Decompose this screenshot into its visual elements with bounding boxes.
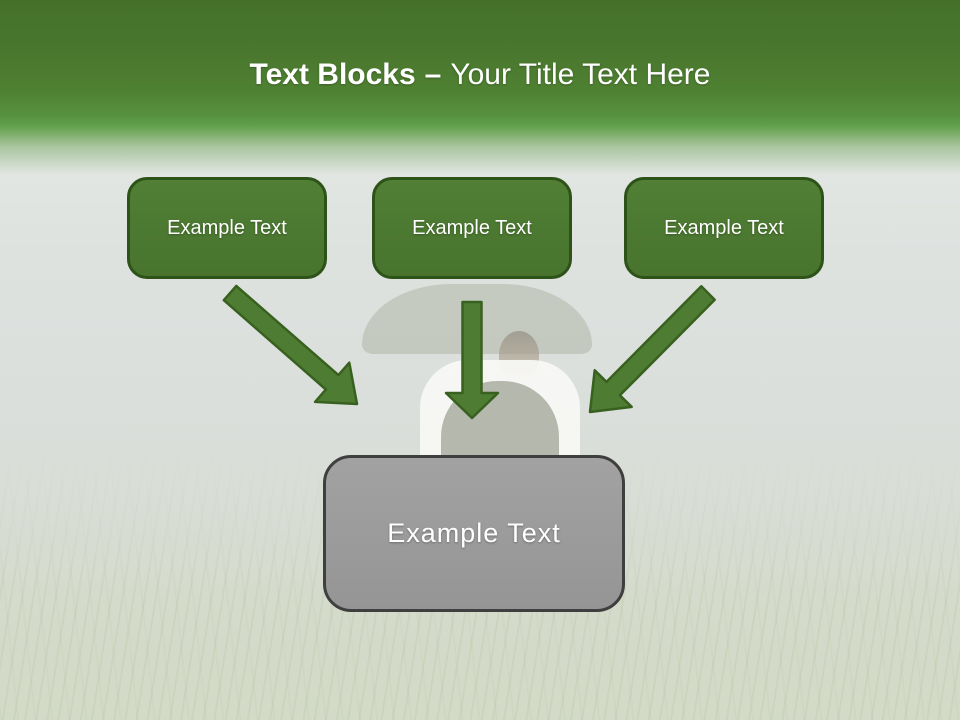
result-block-label: Example Text [387, 518, 561, 548]
slide-title-regular: Your Title Text Here [450, 58, 711, 91]
umbrella-shape [362, 284, 592, 354]
result-block: Example Text [323, 455, 625, 612]
text-block-3: Example Text [624, 177, 824, 279]
text-block-1-label: Example Text [167, 216, 287, 239]
text-block-2-label: Example Text [412, 216, 532, 239]
arrow-down-right-icon [222, 284, 359, 406]
title-band [0, 0, 960, 175]
text-block-2: Example Text [372, 177, 572, 279]
slide-title-bold: Text Blocks [249, 58, 416, 91]
arrow-down-left-icon [588, 285, 716, 414]
text-block-3-label: Example Text [664, 216, 784, 239]
slide-title: Text Blocks–Your Title Text Here [0, 55, 960, 95]
slide-title-separator: – [424, 58, 442, 91]
text-block-1: Example Text [127, 177, 327, 279]
